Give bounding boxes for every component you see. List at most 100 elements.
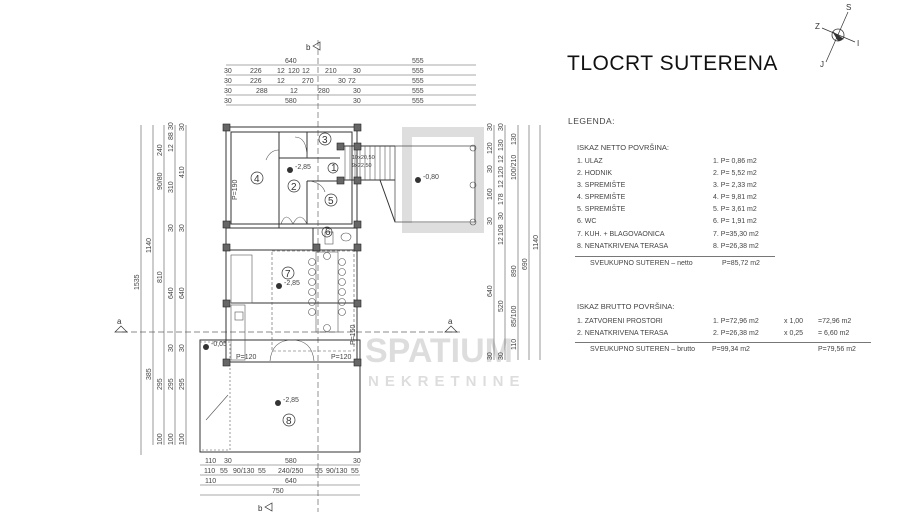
elevation-marker-icon xyxy=(276,283,282,289)
room-5: 5 xyxy=(328,196,334,207)
entry-door xyxy=(269,339,315,362)
room-4: 4 xyxy=(254,174,260,185)
svg-text:12: 12 xyxy=(302,68,310,75)
netto-heading: ISKAZ NETTO POVRŠINA: xyxy=(577,143,669,152)
furniture xyxy=(200,136,477,451)
svg-text:55: 55 xyxy=(315,468,323,475)
svg-text:30: 30 xyxy=(487,165,494,173)
netto-name: 5. SPREMIŠTE xyxy=(577,206,626,213)
netto-total-value: P=85,72 m2 xyxy=(722,260,760,267)
svg-text:120: 120 xyxy=(487,142,494,154)
svg-text:110: 110 xyxy=(205,478,216,485)
netto-total-label: SVEUKUPNO SUTEREN – netto xyxy=(590,260,693,267)
section-marker-bottom: b xyxy=(258,502,273,513)
svg-text:295: 295 xyxy=(179,378,186,390)
svg-text:30: 30 xyxy=(168,224,175,232)
brutto-total-value: P=99,34 m2 xyxy=(712,346,750,353)
svg-text:12: 12 xyxy=(498,180,505,188)
svg-text:160: 160 xyxy=(487,188,494,200)
svg-text:I: I xyxy=(857,39,859,48)
svg-text:P=120: P=120 xyxy=(236,354,257,361)
section-marker-right: a xyxy=(444,317,458,333)
netto-area: 4. P= 9,81 m2 xyxy=(713,194,757,201)
netto-area: 3. P= 2,33 m2 xyxy=(713,182,757,189)
elevation-upper: -2,85 xyxy=(295,164,311,171)
svg-text:640: 640 xyxy=(285,58,297,65)
brutto-area: 2. P=26,38 m2 xyxy=(713,330,759,337)
terrace-stairs xyxy=(205,394,229,421)
watermark-line1: SPATIUM xyxy=(365,332,513,370)
svg-text:55: 55 xyxy=(351,468,359,475)
brutto-factor: x 0,25 xyxy=(784,330,804,337)
svg-text:30: 30 xyxy=(179,224,186,232)
svg-text:30: 30 xyxy=(498,212,505,220)
svg-text:30: 30 xyxy=(224,68,232,75)
svg-text:410: 410 xyxy=(179,166,186,178)
svg-text:90/130: 90/130 xyxy=(326,468,348,475)
stair-label-1: 10x20,50 xyxy=(352,155,375,161)
compass-icon: S Z I J xyxy=(815,3,859,69)
netto-name: 6. WC xyxy=(577,218,597,225)
dims-right: 30 120 30 160 30 640 30 30 130 12 120 12… xyxy=(487,123,540,360)
svg-text:555: 555 xyxy=(412,68,424,75)
brutto-result: =72,96 m2 xyxy=(818,318,852,325)
svg-text:130: 130 xyxy=(498,139,505,151)
netto-name: 4. SPREMIŠTE xyxy=(577,194,626,201)
svg-text:12: 12 xyxy=(498,237,505,245)
brutto-factor: x 1,00 xyxy=(784,318,804,325)
watermark-line2: NEKRETNINE xyxy=(368,373,526,390)
netto-area: 1. P= 0,86 m2 xyxy=(713,158,757,165)
room-8: 8 xyxy=(286,416,292,427)
netto-name: 8. NENATKRIVENA TERASA xyxy=(577,243,669,250)
svg-text:S: S xyxy=(846,3,851,12)
svg-text:88: 88 xyxy=(168,132,175,140)
svg-text:72: 72 xyxy=(348,78,356,85)
svg-text:555: 555 xyxy=(412,98,424,105)
svg-text:100/210: 100/210 xyxy=(511,155,518,180)
svg-text:55: 55 xyxy=(220,468,228,475)
elevation-marker-icon xyxy=(203,344,209,350)
watermark: SPATIUM NEKRETNINE xyxy=(365,127,526,390)
svg-text:210: 210 xyxy=(325,68,337,75)
netto-name: 3. SPREMIŠTE xyxy=(577,182,626,189)
svg-text:a: a xyxy=(117,317,122,326)
svg-text:555: 555 xyxy=(412,88,424,95)
svg-text:90/130: 90/130 xyxy=(233,468,255,475)
divider xyxy=(575,342,871,343)
svg-text:Z: Z xyxy=(815,22,820,31)
svg-text:295: 295 xyxy=(168,378,175,390)
svg-text:555: 555 xyxy=(412,78,424,85)
svg-text:750: 750 xyxy=(272,488,284,495)
divider xyxy=(575,256,775,257)
svg-text:110: 110 xyxy=(204,468,215,475)
svg-text:P=120: P=120 xyxy=(331,354,352,361)
svg-text:30: 30 xyxy=(338,78,346,85)
netto-area: 8. P=26,38 m2 xyxy=(713,243,759,250)
svg-text:55: 55 xyxy=(258,468,266,475)
stairs xyxy=(344,146,391,180)
svg-text:240/250: 240/250 xyxy=(278,468,303,475)
svg-text:1140: 1140 xyxy=(533,235,540,250)
elevation-terrace: -2,85 xyxy=(283,397,299,404)
brutto-name: 2. NENATKRIVENA TERASA xyxy=(577,330,669,337)
brutto-result: = 6,60 m2 xyxy=(818,330,850,337)
svg-text:30: 30 xyxy=(353,98,361,105)
svg-text:640: 640 xyxy=(285,478,297,485)
svg-text:30: 30 xyxy=(168,122,175,130)
room-1: 1 xyxy=(331,163,337,174)
elevation-marker-icon xyxy=(415,177,421,183)
netto-name: 2. HODNIK xyxy=(577,170,613,177)
svg-text:108: 108 xyxy=(498,224,505,236)
section-axes xyxy=(122,40,460,512)
svg-text:30: 30 xyxy=(487,123,494,131)
svg-text:178: 178 xyxy=(498,193,505,205)
svg-text:100: 100 xyxy=(179,433,186,445)
svg-text:280: 280 xyxy=(318,88,330,95)
svg-text:520: 520 xyxy=(498,300,505,312)
svg-text:120: 120 xyxy=(288,68,300,75)
legend-heading: LEGENDA: xyxy=(568,116,615,126)
elevation-entry: -0,05 xyxy=(211,341,227,348)
brutto-heading: ISKAZ BRUTTO POVRŠINA: xyxy=(577,302,675,311)
svg-text:690: 690 xyxy=(522,258,529,270)
